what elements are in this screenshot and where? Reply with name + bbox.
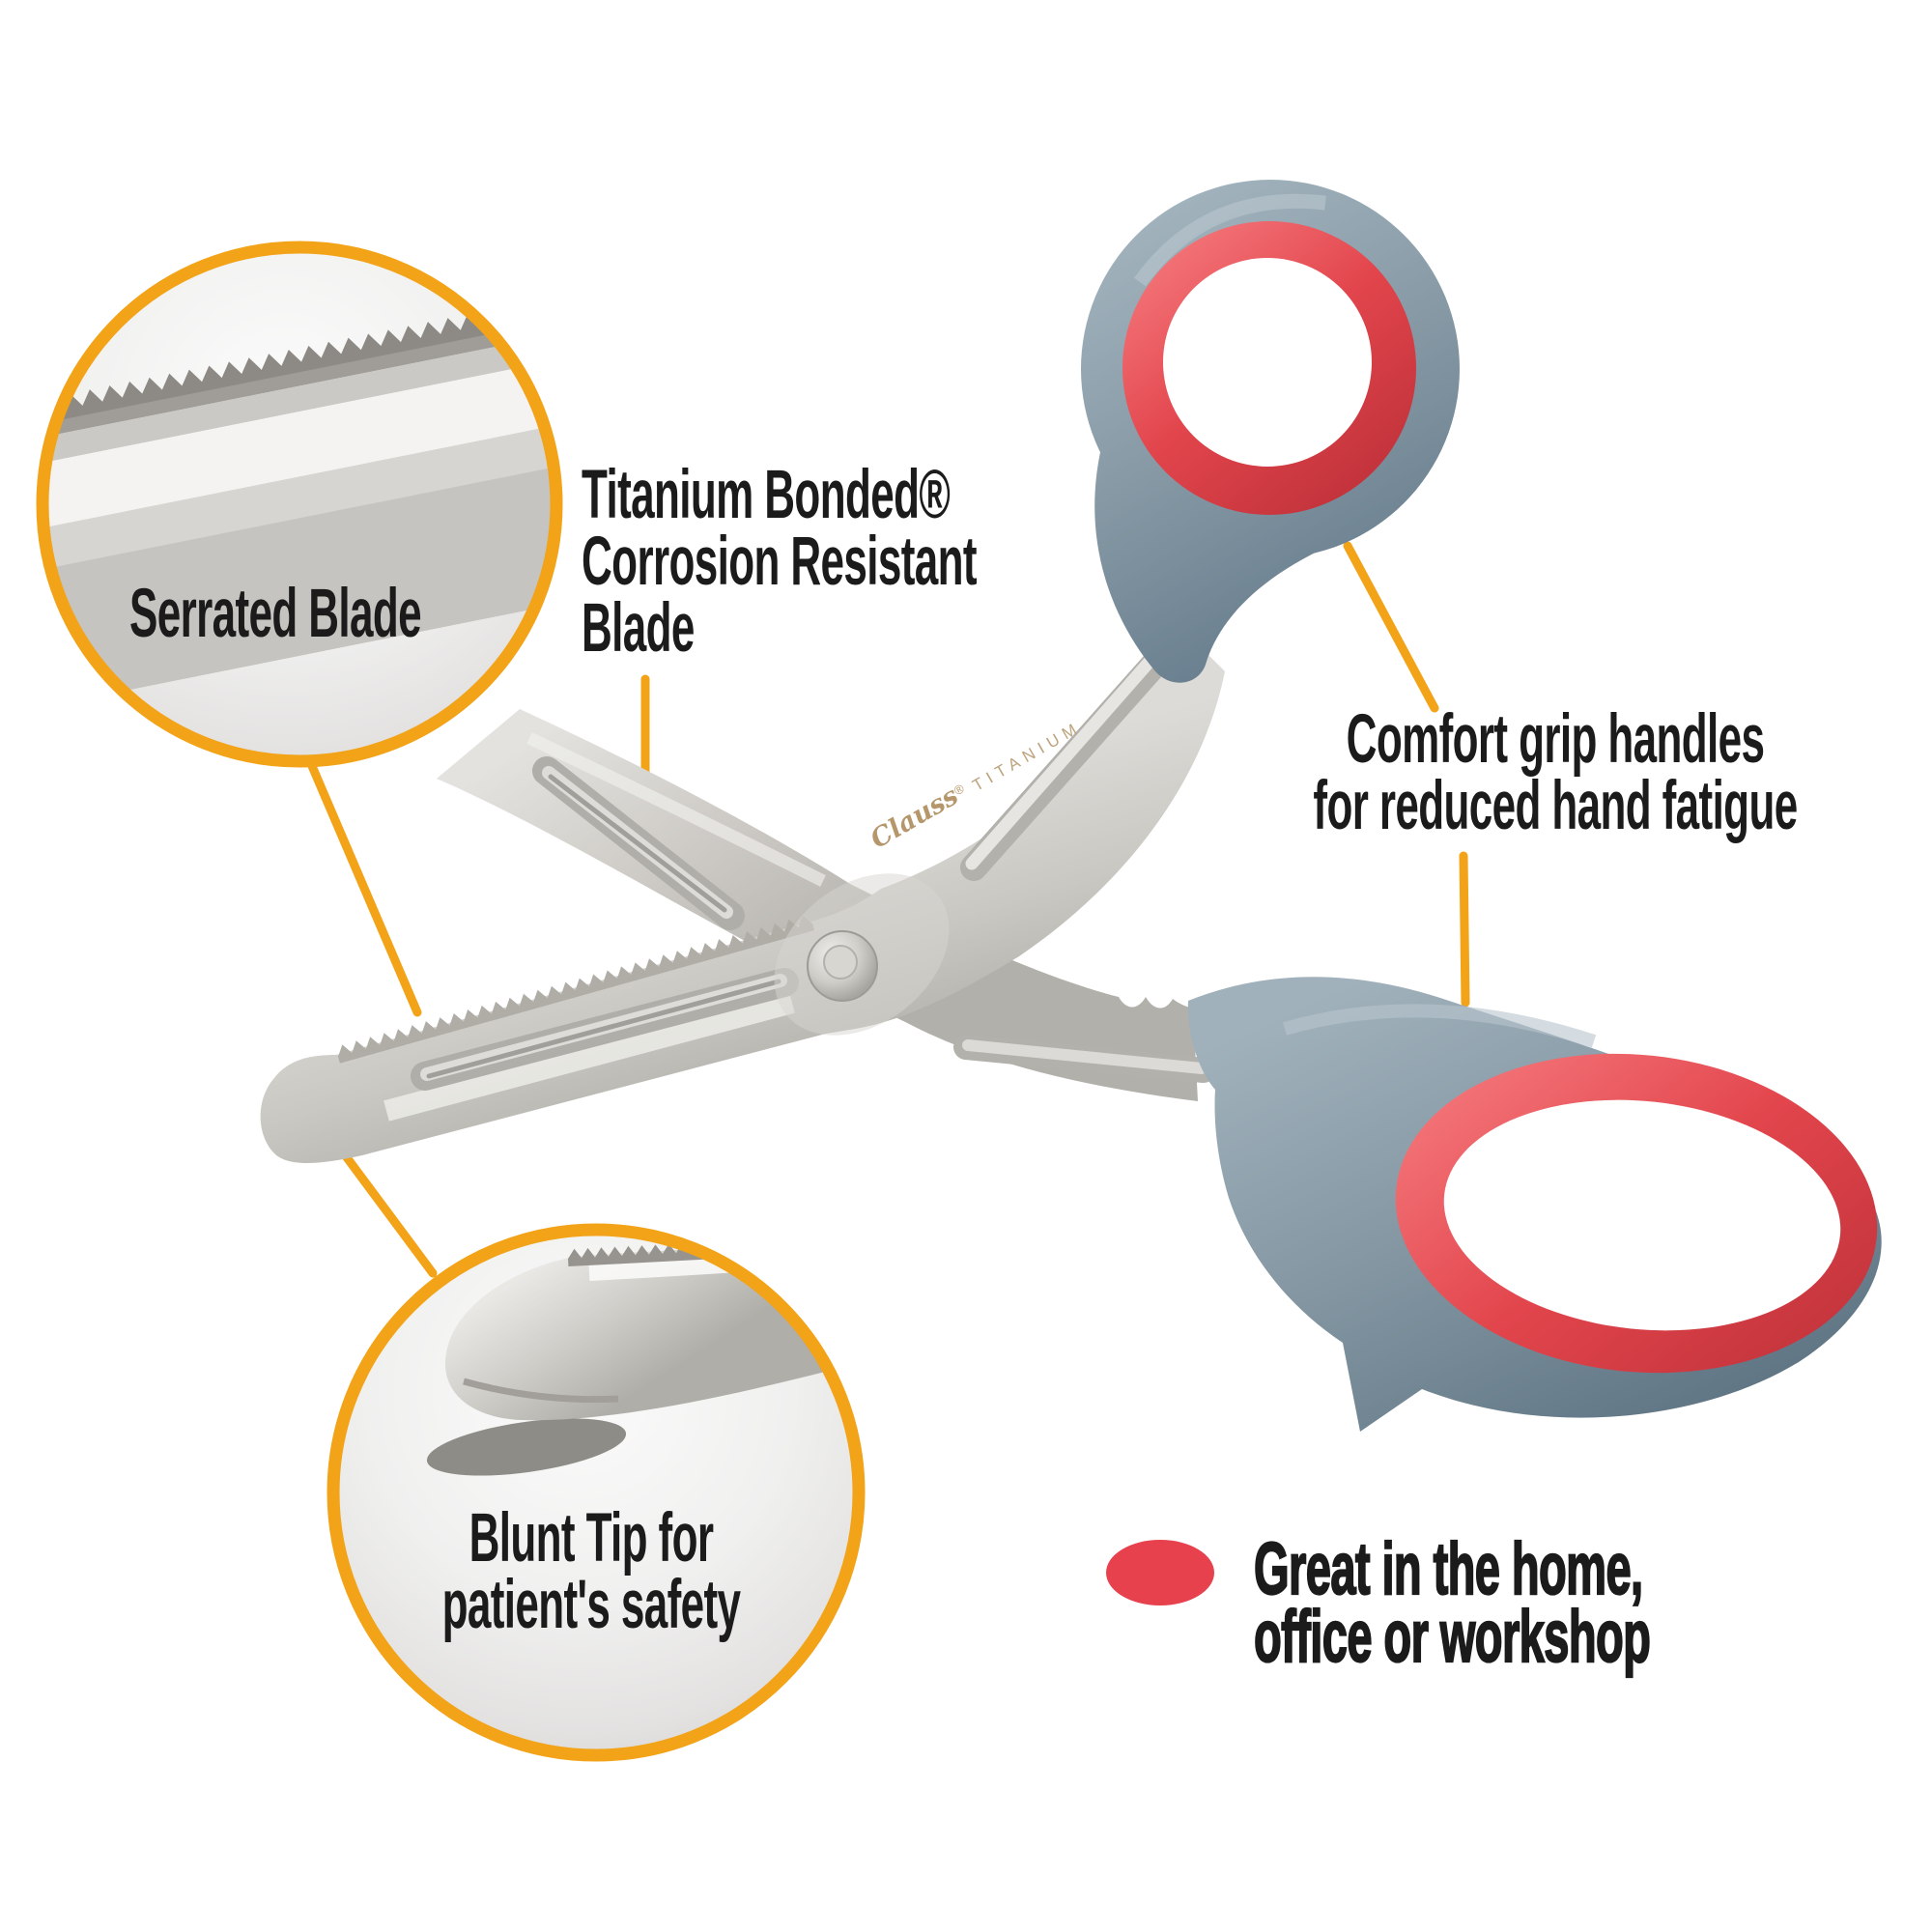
upper-blade-highlight <box>526 732 826 887</box>
callout-line-serrated <box>304 754 422 1017</box>
pivot-screw <box>807 930 878 1002</box>
bottom-handle <box>1187 977 1882 1432</box>
inset-circle-blunt <box>327 1223 866 1762</box>
serrated-blade-label: Serrated Blade <box>128 576 422 652</box>
blunt-circle-ring <box>327 1223 866 1762</box>
callout-line-blunt <box>327 1133 438 1278</box>
lower-blade-highlight <box>384 992 795 1122</box>
titanium-label-line1: Titanium Bonded® <box>582 457 951 533</box>
pivot-screw-center <box>823 945 858 980</box>
benefit-label-line1: Great in the home, <box>1253 1528 1644 1610</box>
top-handle-sheen <box>1133 193 1326 287</box>
upper-blade-slot-groove <box>548 774 727 913</box>
top-handle-hole <box>1163 258 1372 467</box>
blunt-label-line2: patient's safety <box>441 1567 741 1643</box>
upper-shank-ridge-highlight <box>965 648 1162 870</box>
titanium-label-line2: Corrosion Resistant <box>582 524 978 600</box>
top-handle <box>1081 180 1460 683</box>
serrated-circle-ring <box>36 241 563 768</box>
blunt-tip-seam <box>463 1378 619 1404</box>
titanium-blade-label: Titanium Bonded® Corrosion Resistant Bla… <box>582 457 978 667</box>
bottom-handle-hole <box>1443 1099 1841 1331</box>
callout-lines <box>304 541 1470 1278</box>
benefit-label-line2: office or workshop <box>1253 1596 1651 1678</box>
comfort-label-line1: Comfort grip handles <box>1346 701 1765 778</box>
callout-line-comfort-top <box>1343 541 1439 713</box>
lower-blade-slot-groove <box>426 979 781 1079</box>
benefit-label: Great in the home, office or workshop <box>1253 1528 1651 1678</box>
comfort-grip-label: Comfort grip handles for reduced hand fa… <box>1196 701 1915 844</box>
benefit-bullet <box>1106 1540 1214 1605</box>
comfort-label-line2: for reduced hand fatigue <box>1313 768 1798 844</box>
lower-blade-serration <box>338 915 814 1064</box>
blunt-label-line1: Blunt Tip for <box>469 1500 714 1577</box>
bottom-handle-sheen <box>1283 1004 1597 1048</box>
blunt-tip-shadow <box>426 1418 627 1476</box>
lower-blade-piece <box>260 618 1225 1163</box>
lower-blade <box>260 618 1225 1163</box>
callout-line-comfort-bottom <box>1459 851 1470 1008</box>
titanium-label-line3: Blade <box>582 590 695 667</box>
top-handle-tail <box>1094 452 1371 683</box>
right-shank-slot-inner <box>962 1039 1208 1074</box>
serrated-band-lower <box>43 395 556 580</box>
inset-circle-serrated <box>36 241 563 768</box>
blunt-tip-label: Blunt Tip for patient's safety <box>232 1500 951 1643</box>
